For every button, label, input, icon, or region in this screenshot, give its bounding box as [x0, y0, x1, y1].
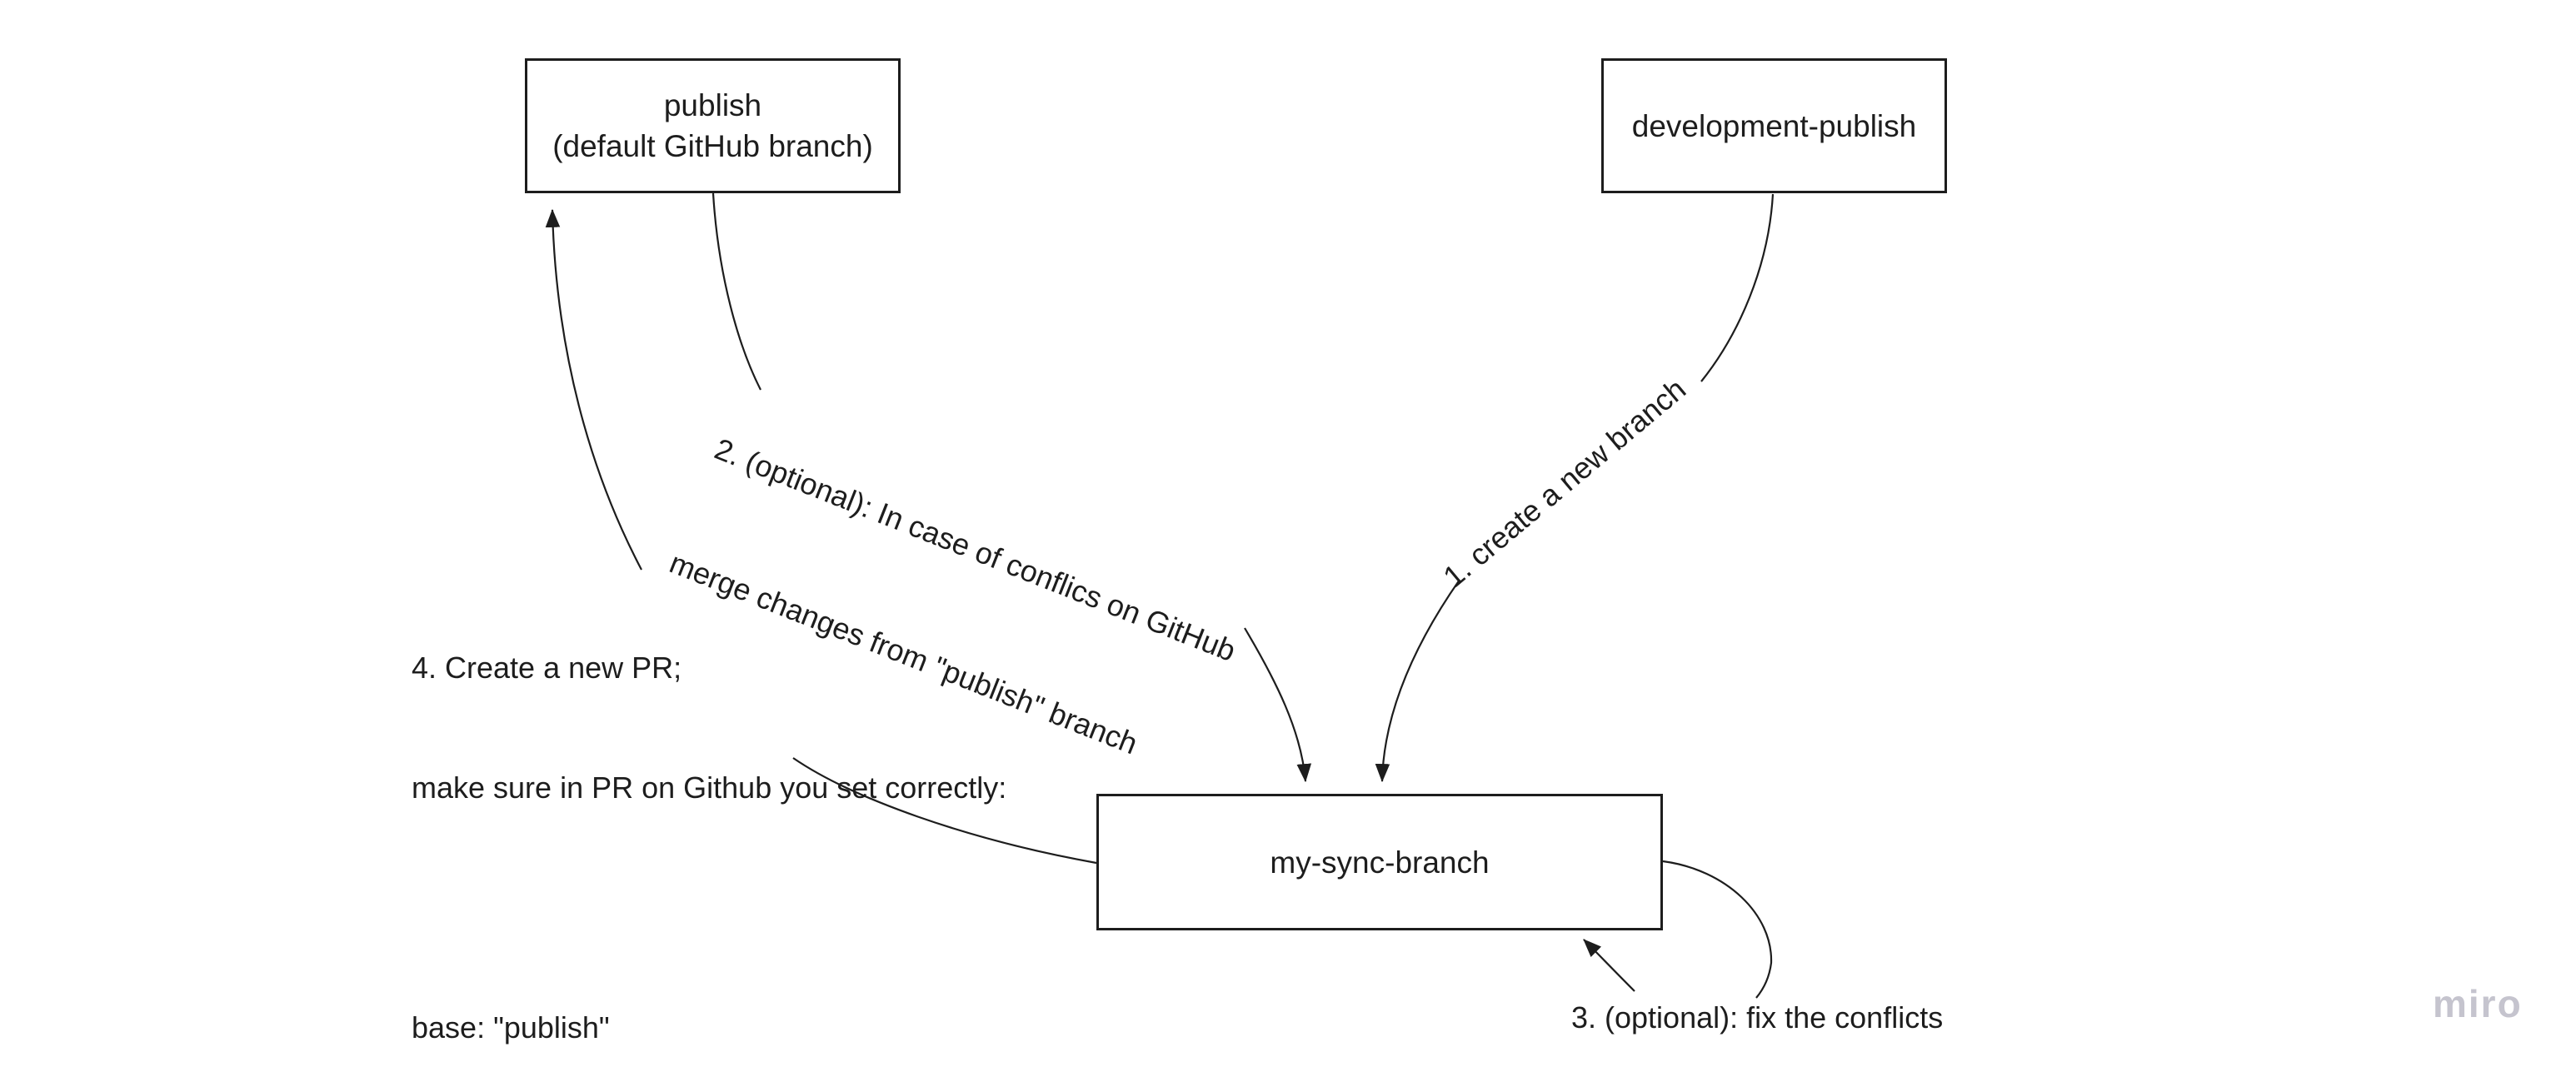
edge-label-create-pr-line3	[412, 888, 1006, 928]
edge-label-create-pr-line2: make sure in PR on Github you set correc…	[412, 770, 1007, 805]
node-my-sync-branch-label: my-sync-branch	[1270, 845, 1490, 880]
node-development-publish-label: development-publish	[1631, 108, 1917, 143]
edge-label-fix-conflicts[interactable]: 3. (optional): fix the conflicts	[1571, 1000, 1944, 1035]
edge-label-create-pr-line4: base: "publish"	[412, 1010, 610, 1045]
node-my-sync-branch[interactable]: my-sync-branch	[1096, 794, 1663, 930]
node-publish-line2: (default GitHub branch)	[552, 129, 873, 163]
node-publish[interactable]: publish (default GitHub branch)	[525, 58, 901, 193]
edge-fix-conflicts[interactable]	[1583, 860, 1773, 999]
edge-create-pr[interactable]	[545, 208, 1097, 865]
edge-create-branch[interactable]	[1375, 193, 1775, 783]
edge-label-create-pr-line1: 4. Create a new PR;	[412, 651, 682, 685]
node-publish-line1: publish	[663, 88, 762, 122]
node-development-publish[interactable]: development-publish	[1601, 58, 1947, 193]
edge-label-create-pr[interactable]: 4. Create a new PR; make sure in PR on G…	[412, 568, 1006, 1077]
edge-merge-changes[interactable]	[711, 192, 1312, 783]
miro-logo: miro	[2433, 982, 2523, 1025]
